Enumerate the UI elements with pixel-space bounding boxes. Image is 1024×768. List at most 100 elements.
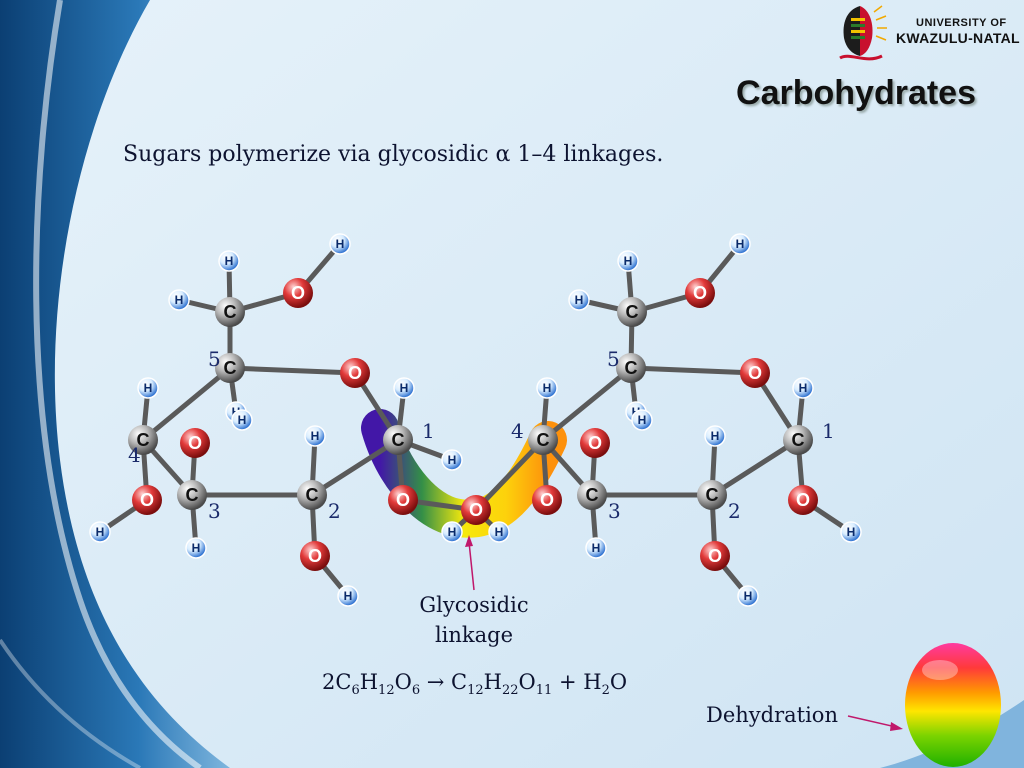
bonds bbox=[97, 241, 854, 599]
university-logo-icon bbox=[839, 5, 887, 61]
bond bbox=[227, 365, 358, 376]
bond bbox=[140, 365, 233, 443]
atom-sphere bbox=[700, 541, 730, 571]
atom-c: C bbox=[215, 353, 245, 383]
atom-label: C bbox=[224, 358, 237, 378]
atom-label: C bbox=[186, 485, 199, 505]
ring-position-number: 3 bbox=[608, 499, 621, 523]
atom-o: O bbox=[283, 278, 313, 308]
atom-label: H bbox=[400, 381, 409, 395]
atom-sphere bbox=[568, 289, 590, 311]
atom-h: H bbox=[393, 377, 415, 399]
atom-sphere bbox=[231, 409, 253, 431]
atom-o: O bbox=[300, 541, 330, 571]
atom-label: C bbox=[392, 430, 405, 450]
atom-o: O bbox=[788, 485, 818, 515]
ring-position-number: 1 bbox=[422, 419, 435, 443]
atom-label: O bbox=[140, 490, 154, 510]
eq-sub: 6 bbox=[411, 683, 421, 699]
atom-sphere bbox=[461, 495, 491, 525]
atom-h: H bbox=[631, 409, 653, 431]
atom-label: O bbox=[469, 500, 483, 520]
atom-sphere bbox=[283, 278, 313, 308]
atom-sphere bbox=[297, 480, 327, 510]
atom-sphere bbox=[137, 377, 159, 399]
atom-sphere bbox=[528, 425, 558, 455]
bond bbox=[628, 365, 758, 376]
atom-c: C bbox=[177, 480, 207, 510]
dehydration-rainbow-egg bbox=[905, 643, 1001, 767]
atom-h: H bbox=[89, 521, 111, 543]
atom-label: O bbox=[308, 546, 322, 566]
glycosidic-linkage-caption: Glycosidic linkage bbox=[410, 590, 538, 650]
atom-label: O bbox=[396, 490, 410, 510]
eq-sub: 22 bbox=[502, 683, 519, 699]
eq-sub: 12 bbox=[467, 683, 484, 699]
ring-position-number: 2 bbox=[328, 499, 341, 523]
atom-c: C bbox=[783, 425, 813, 455]
atom-h: H bbox=[729, 233, 751, 255]
ring-position-number: 1 bbox=[822, 419, 835, 443]
bond bbox=[540, 365, 634, 443]
eq-part: + H bbox=[552, 670, 602, 694]
atom-h: H bbox=[231, 409, 253, 431]
atom-label: H bbox=[624, 254, 633, 268]
atoms: HHOHCCOHHHHCOHCHOCCOOOHHOHHHHHOHCCOHHHHC… bbox=[89, 233, 862, 607]
atom-label: C bbox=[137, 430, 150, 450]
atom-sphere bbox=[792, 377, 814, 399]
atom-h: H bbox=[488, 521, 510, 543]
atom-label: H bbox=[344, 589, 353, 603]
atom-sphere bbox=[215, 297, 245, 327]
atom-label: O bbox=[588, 433, 602, 453]
atom-h: H bbox=[441, 449, 463, 471]
atom-label: C bbox=[537, 430, 550, 450]
ring-position-number: 5 bbox=[607, 347, 620, 371]
atom-sphere bbox=[132, 485, 162, 515]
atom-label: O bbox=[188, 433, 202, 453]
atom-c: C bbox=[528, 425, 558, 455]
atom-label: H bbox=[144, 381, 153, 395]
atom-sphere bbox=[585, 537, 607, 559]
atom-sphere bbox=[631, 409, 653, 431]
atom-sphere bbox=[128, 425, 158, 455]
atom-sphere bbox=[685, 278, 715, 308]
atom-sphere bbox=[729, 233, 751, 255]
atom-o: O bbox=[532, 485, 562, 515]
chemical-equation: 2C6H12O6 → C12H22O11 + H2O bbox=[322, 670, 627, 698]
atom-h: H bbox=[617, 250, 639, 272]
atom-label: C bbox=[625, 358, 638, 378]
subtitle: Sugars polymerize via glycosidic α 1–4 l… bbox=[123, 142, 664, 167]
atom-sphere bbox=[704, 425, 726, 447]
atom-c: C bbox=[617, 297, 647, 327]
caption-line-2: linkage bbox=[434, 623, 514, 647]
atom-h: H bbox=[704, 425, 726, 447]
ring-position-number: 5 bbox=[208, 347, 221, 371]
atom-h: H bbox=[218, 250, 240, 272]
atom-sphere bbox=[180, 428, 210, 458]
atom-h: H bbox=[568, 289, 590, 311]
atom-label: O bbox=[291, 283, 305, 303]
atom-sphere bbox=[617, 297, 647, 327]
atom-sphere bbox=[215, 353, 245, 383]
atom-label: O bbox=[748, 363, 762, 383]
atom-sphere bbox=[441, 521, 463, 543]
atom-sphere bbox=[300, 541, 330, 571]
atom-label: H bbox=[847, 525, 856, 539]
atom-sphere bbox=[697, 480, 727, 510]
atom-sphere bbox=[329, 233, 351, 255]
atom-sphere bbox=[89, 521, 111, 543]
atom-label: C bbox=[706, 485, 719, 505]
atom-sphere bbox=[577, 480, 607, 510]
atom-label: H bbox=[238, 413, 247, 427]
atom-h: H bbox=[441, 521, 463, 543]
atom-sphere bbox=[737, 585, 759, 607]
atom-h: H bbox=[137, 377, 159, 399]
atom-label: O bbox=[693, 283, 707, 303]
atom-sphere bbox=[185, 537, 207, 559]
atom-h: H bbox=[185, 537, 207, 559]
atom-o: O bbox=[580, 428, 610, 458]
atom-label: H bbox=[336, 237, 345, 251]
atom-sphere bbox=[337, 585, 359, 607]
atom-label: C bbox=[626, 302, 639, 322]
